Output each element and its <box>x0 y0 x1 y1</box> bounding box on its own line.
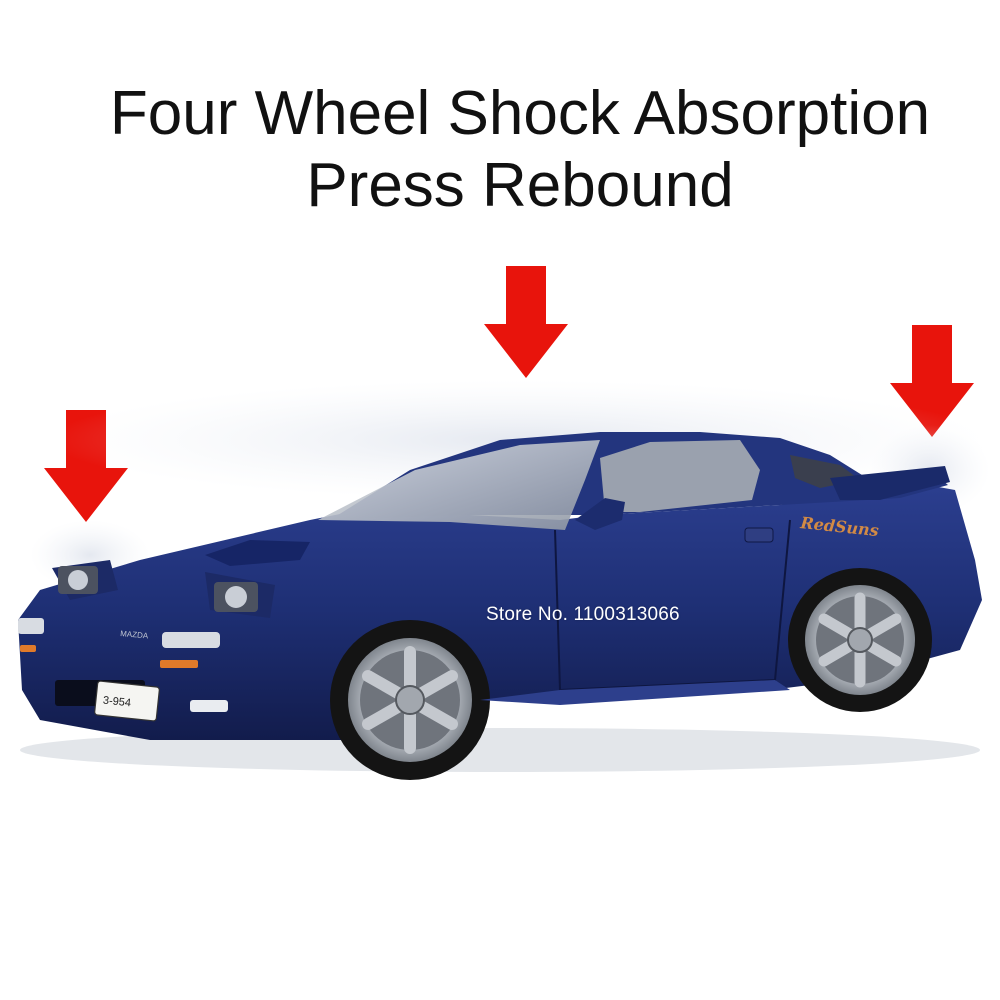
store-watermark: Store No. 1100313066 <box>486 604 680 625</box>
front-lamp <box>162 632 220 648</box>
fog-lamp <box>190 700 228 712</box>
left-headlight <box>52 560 118 600</box>
hood-scoop <box>205 540 310 566</box>
down-arrow-icon <box>44 410 128 522</box>
headline-line-1: Four Wheel Shock Absorption <box>109 79 931 148</box>
side-mirror <box>575 498 625 530</box>
side-sill <box>480 680 790 705</box>
side-window <box>600 440 760 512</box>
front-wheel <box>330 620 490 780</box>
down-arrow-icon <box>484 266 568 378</box>
rear-spoiler <box>830 466 950 500</box>
door-handle <box>744 527 774 543</box>
headline: Four Wheel Shock Absorption Press Reboun… <box>0 78 1000 222</box>
windshield <box>318 440 600 530</box>
headline-line-2: Press Rebound <box>306 151 734 220</box>
turn-signal <box>20 645 36 652</box>
front-lamp <box>18 618 44 634</box>
right-headlight <box>205 572 275 618</box>
turn-signal <box>160 660 198 668</box>
svg-text:3-954: 3-954 <box>102 695 131 710</box>
license-plate: 3-954 <box>94 680 160 722</box>
brand-badge: MAZDA <box>120 629 149 640</box>
rear-wheel <box>788 568 932 712</box>
